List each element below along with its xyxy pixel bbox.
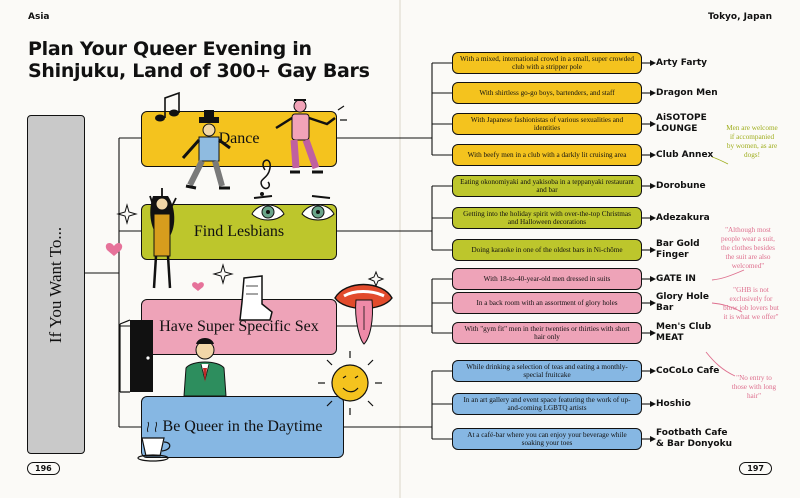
note-arrow-glory-hole (711, 302, 743, 313)
sidebar-label: If You Want To... (46, 226, 65, 343)
category-find-lesbians: Find Lesbians (141, 204, 337, 260)
option-desc-dorobune: Eating okonomiyaki and yakisoba in a tep… (452, 175, 642, 197)
option-desc-mens-club-meat: With "gym fit" men in their twenties or … (452, 322, 642, 344)
note-meat: "No entry to those with long hair" (731, 374, 777, 400)
category-daytime: Be Queer in the Daytime (141, 396, 344, 458)
bar-name-aisotope: AiSOTOPE LOUNGE (656, 113, 707, 134)
option-desc-dragon-men: With shirtless go-go boys, bartenders, a… (452, 82, 642, 104)
option-desc-cocolo: While drinking a selection of teas and e… (452, 360, 642, 382)
option-desc-club-annex: With beefy men in a club with a darkly l… (452, 144, 642, 166)
bar-name-dorobune: Dorobune (656, 180, 706, 191)
bar-name-gate-in: GATE IN (656, 273, 696, 284)
category-specific-sex: Have Super Specific Sex (141, 299, 337, 355)
option-desc-adezakura: Getting into the holiday spirit with ove… (452, 207, 642, 229)
bar-name-glory-hole: Glory Hole Bar (656, 292, 709, 313)
bar-name-arty-farty: Arty Farty (656, 57, 708, 68)
note-club-annex: Men are welcome if accompanied by women,… (726, 124, 778, 159)
note-glory-hole: "GHB is not exclusively for blow job lov… (723, 286, 779, 321)
bar-name-dragon-men: Dragon Men (656, 87, 718, 98)
option-desc-arty-farty: With a mixed, international crowd in a s… (452, 52, 642, 74)
option-desc-aisotope: With Japanese fashionistas of various se… (452, 113, 642, 135)
section-tag-right: Tokyo, Japan (707, 12, 772, 22)
option-desc-glory-hole: In a back room with an assortment of glo… (452, 292, 642, 314)
note-arrow-club-annex (711, 156, 729, 165)
bar-name-mens-club-meat: Men's Club MEAT (656, 322, 712, 343)
bar-name-footbath: Footbath Cafe & Bar Donyoku (656, 428, 732, 449)
sidebar-if-you-want-to: If You Want To... (27, 115, 85, 454)
page-title: Plan Your Queer Evening in Shinjuku, Lan… (28, 38, 370, 82)
note-arrow-meat (705, 351, 736, 377)
option-desc-hoshio: In an art gallery and event space featur… (452, 393, 642, 415)
section-tag-left: Asia (28, 12, 50, 22)
page-fold (399, 0, 401, 498)
category-dance: Dance (141, 111, 337, 167)
note-gate-in: "Although most people wear a suit, the c… (721, 226, 775, 270)
option-desc-gate-in: With 18-to-40-year-old men dressed in su… (452, 268, 642, 290)
note-arrow-gate-in (711, 269, 745, 281)
bar-name-hoshio: Hoshio (656, 398, 691, 409)
page-number-left: 196 (27, 462, 60, 475)
option-desc-footbath: At a café-bar where you can enjoy your b… (452, 428, 642, 450)
page-number-right: 197 (739, 462, 772, 475)
option-desc-bar-gold-finger: Doing karaoke in one of the oldest bars … (452, 239, 642, 261)
bar-name-bar-gold-finger: Bar Gold Finger (656, 239, 700, 260)
bar-name-club-annex: Club Annex (656, 149, 714, 160)
bar-name-cocolo: CoCoLo Cafe (656, 365, 720, 376)
bar-name-adezakura: Adezakura (656, 212, 710, 223)
